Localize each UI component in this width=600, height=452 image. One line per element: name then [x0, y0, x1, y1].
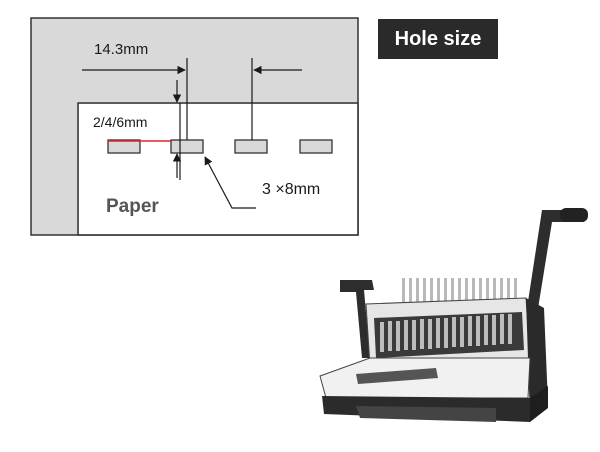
comb-slot-teeth [380, 314, 512, 352]
drawer-tray [356, 406, 496, 422]
hole-size-leader [204, 156, 256, 209]
machine-base-side [530, 386, 548, 422]
hole-size-badge: Hole size [378, 19, 498, 59]
paper-label: Paper [106, 196, 159, 217]
hole [107, 139, 141, 154]
hole [234, 139, 268, 154]
pitch-label: 14.3mm [94, 41, 149, 58]
margin-label: 2/4/6mm [93, 114, 148, 130]
comb-binding-machine-image [319, 208, 588, 422]
left-lever-icon [340, 280, 374, 358]
machine-side-panel [526, 298, 548, 418]
comb-fingers [402, 278, 517, 304]
hole-size-label: 3 ×8mm [262, 181, 321, 198]
control-strip [356, 368, 438, 384]
hole [170, 139, 204, 154]
crank-grip [560, 208, 588, 222]
paper-inner [79, 104, 357, 234]
hole [299, 139, 333, 154]
